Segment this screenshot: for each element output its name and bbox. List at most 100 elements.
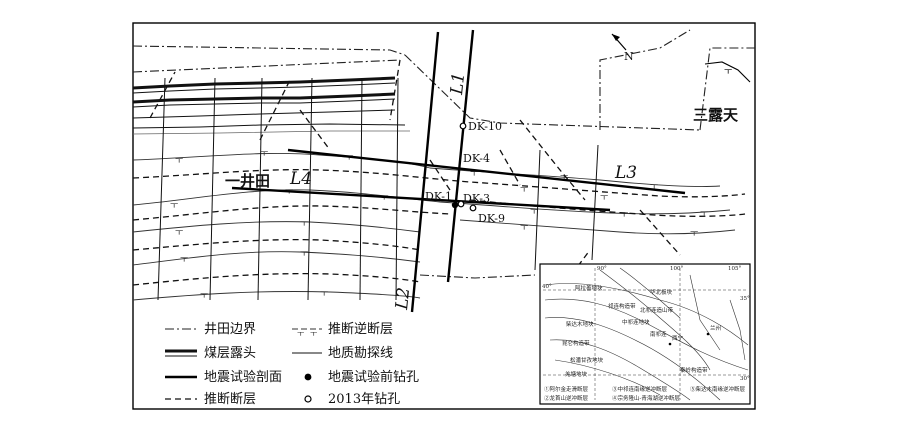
svg-text:ㅜ: ㅜ [175,156,183,166]
geologic-survey-lines [157,77,599,301]
survey-line-label-l4: L4 [289,169,312,189]
fault-d8 [499,149,521,186]
fault-d9 [639,209,681,256]
seismic-profile-l2 [410,31,440,313]
north-arrow-icon: N [611,33,634,63]
fault-d2 [132,205,451,221]
svg-text:40°: 40° [542,284,552,290]
svg-text:松潘甘孜地块: 松潘甘孜地块 [570,356,604,364]
svg-text:煤层露头: 煤层露头 [204,346,256,361]
svg-text:ㅜ: ㅜ [300,219,308,229]
legend-item-thrust: ㅜ ㅜ 推断逆断层 [292,321,393,338]
survey-line-1 [157,77,166,301]
boundary-diagonal [404,54,701,131]
svg-text:⑤柴达木南缘逆冲断层: ⑤柴达木南缘逆冲断层 [690,385,746,393]
thrust-fault-1 [132,152,721,187]
borehole-dk1: DK-1 [425,190,459,209]
legend-item-prebore: 地震试验前钻孔 [304,369,419,385]
fault-d7 [519,119,586,201]
svg-text:南祁连: 南祁连 [650,330,667,338]
legend: 井田边界 煤层露头 地震试验剖面 推断断层 ㅜ ㅜ 推断逆断层 地质勘探线 [165,321,419,407]
svg-text:ㅜ: ㅜ [180,255,188,265]
survey-line-label-l1: L1 [447,71,469,96]
borehole-dk4: DK-4 [463,152,490,165]
svg-text:ㅜ: ㅜ [300,249,308,259]
svg-text:昆仑构造带: 昆仑构造带 [562,339,590,347]
svg-text:ㅜ: ㅜ [650,182,658,192]
inferred-faults [132,59,746,291]
survey-line-7 [534,149,541,271]
borehole-dk9: DK-9 [469,204,505,225]
thrust-fault-5 [459,219,736,235]
svg-text:ㅜ: ㅜ [520,223,528,233]
fault-d12 [259,79,291,141]
survey-line-8 [591,144,599,261]
svg-text:推断逆断层: 推断逆断层 [328,321,393,337]
fault-d11 [149,71,176,119]
svg-text:ㅜ: ㅜ [690,229,698,239]
svg-text:华北板块: 华北板块 [650,288,673,296]
area-label-west: 一井田 [225,172,270,190]
map-frame [132,22,756,410]
svg-text:ㅜ: ㅜ [320,289,328,299]
svg-text:ㅜ: ㅜ [175,228,183,238]
svg-text:②龙首山逆冲断层: ②龙首山逆冲断层 [544,394,589,402]
svg-text:100°: 100° [670,266,683,272]
svg-text:井田边界: 井田边界 [204,322,256,337]
boundary-west-strip [132,59,401,73]
thrust-fault-3 [132,221,421,233]
legend-item-survey: 地质勘探线 [292,346,393,361]
legend-item-boundary: 井田边界 [165,322,256,337]
legend-item-bore2013: 2013年钻孔 [304,392,400,407]
borehole-dk3: DK-3 [457,192,490,208]
boundary-south [419,274,536,279]
survey-line-5 [359,77,363,301]
svg-text:DK-10: DK-10 [468,120,502,133]
legend-item-seismic: 地震试验剖面 [165,369,282,385]
fault-d13 [429,159,451,191]
svg-text:ㅜ: ㅜ [170,201,178,211]
svg-text:阿拉善地块: 阿拉善地块 [575,284,603,292]
fault-d1 [132,169,746,198]
seismic-profile-l4 [231,186,611,212]
fault-d4 [132,272,421,286]
svg-text:N: N [624,50,634,63]
survey-line-6 [395,77,399,301]
east-fault-tick: ㅜ [724,67,732,77]
seismic-test-profiles [231,29,686,313]
svg-text:地震试验剖面: 地震试验剖面 [204,369,282,385]
svg-text:地震试验前钻孔: 地震试验前钻孔 [328,369,419,385]
svg-text:③中祁连南缘逆冲断层: ③中祁连南缘逆冲断层 [612,385,668,393]
svg-text:ㅜ: ㅜ [620,210,628,220]
svg-text:兰州: 兰州 [710,324,721,332]
svg-text:祁连构造带: 祁连构造带 [608,302,636,310]
svg-text:DK-4: DK-4 [463,152,490,165]
svg-text:ㅜ: ㅜ [470,169,478,179]
boundary-east-vert [599,29,691,130]
legend-item-fault: 推断断层 [165,392,256,407]
thrust-fault-6 [132,291,421,301]
svg-text:推断断层: 推断断层 [204,392,256,407]
survey-line-2 [209,77,216,301]
svg-text:ㅜ: ㅜ [297,329,304,338]
svg-text:2013年钻孔: 2013年钻孔 [328,392,400,407]
coal-seam-5 [132,130,410,135]
coal-seam-outcrops [132,76,410,135]
svg-text:柴达木地块: 柴达木地块 [566,320,594,328]
svg-text:羌塘地块: 羌塘地块 [565,370,588,378]
svg-text:西宁: 西宁 [672,334,684,342]
thrust-fault-4 [132,251,421,266]
coal-seam-4 [132,123,406,129]
svg-text:105°: 105° [728,266,741,272]
coal-seam-2b [132,98,396,108]
borehole-dk10: DK-10 [459,120,502,133]
seismic-profile-l1 [446,29,475,283]
coal-seam-3 [132,109,396,119]
svg-text:地质勘探线: 地质勘探线 [328,346,393,361]
coal-seam-1b [132,82,396,94]
survey-line-label-l2: L2 [392,286,414,311]
svg-text:①阿尔金走滑断层: ①阿尔金走滑断层 [544,385,589,393]
svg-text:秦岭构造带: 秦岭构造带 [680,366,708,374]
svg-text:ㅜ: ㅜ [600,193,608,203]
